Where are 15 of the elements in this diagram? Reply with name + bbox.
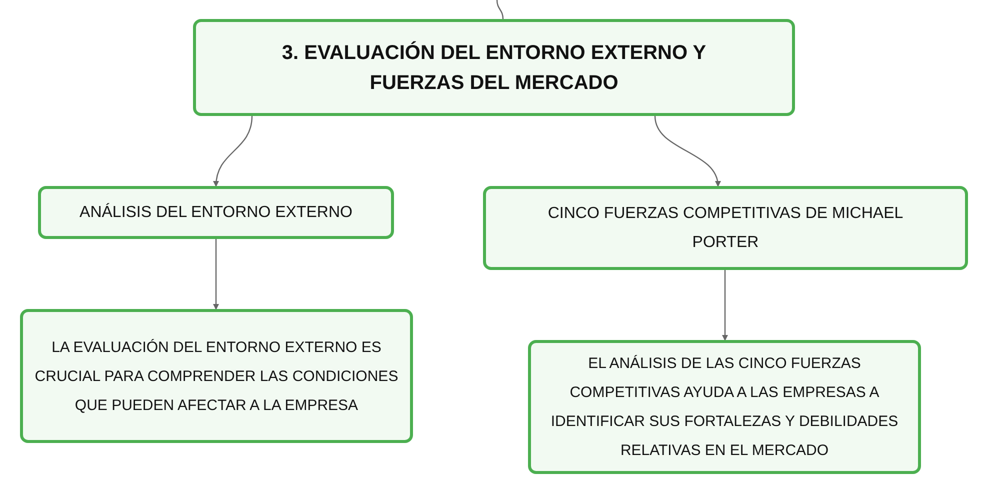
topic-text: ANÁLISIS DEL ENTORNO EXTERNO	[80, 202, 352, 222]
topic-text: 3. EVALUACIÓN DEL ENTORNO EXTERNO Y FUERZAS DEL MERCADO	[280, 40, 708, 96]
connector-line	[654, 116, 720, 187]
connector-line	[213, 239, 219, 310]
topic-box	[38, 186, 394, 239]
topic-text: EL ANÁLISIS DE LAS CINCO FUERZAS COMPETITIVAS AYUDA A LAS EMPRESAS A IDENTIFICAR SUS FORTALEZAS Y DEBILIDADES RELATIVAS EN EL MERCADO	[550, 354, 900, 461]
topic-text: LA EVALUACIÓN DEL ENTORNO EXTERNO ES CRUCIAL PARA COMPRENDER LAS CONDICIONES QUE PUEDEN AFECTAR A LA EMPRESA	[34, 338, 400, 416]
topic-text: CINCO FUERZAS COMPETITIVAS DE MICHAEL PORTER	[546, 204, 904, 253]
topic-box	[193, 19, 795, 116]
topic-box	[20, 309, 413, 443]
connector-line	[722, 270, 728, 341]
connector-line	[213, 116, 253, 187]
topic-box	[528, 340, 921, 474]
topic-box	[483, 186, 968, 270]
connector-line	[496, 0, 504, 20]
